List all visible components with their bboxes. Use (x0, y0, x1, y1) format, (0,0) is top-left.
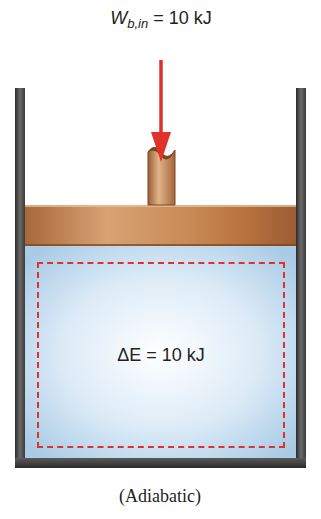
energy-change-label: ΔE = 10 kJ (117, 345, 205, 366)
adiabatic-label: (Adiabatic) (119, 486, 201, 507)
work-symbol: W (110, 8, 127, 28)
work-input-label: Wb,in = 10 kJ (110, 8, 212, 31)
work-value: = 10 kJ (153, 8, 212, 28)
system-boundary: ΔE = 10 kJ (37, 262, 285, 448)
work-subscript: b,in (127, 16, 148, 31)
